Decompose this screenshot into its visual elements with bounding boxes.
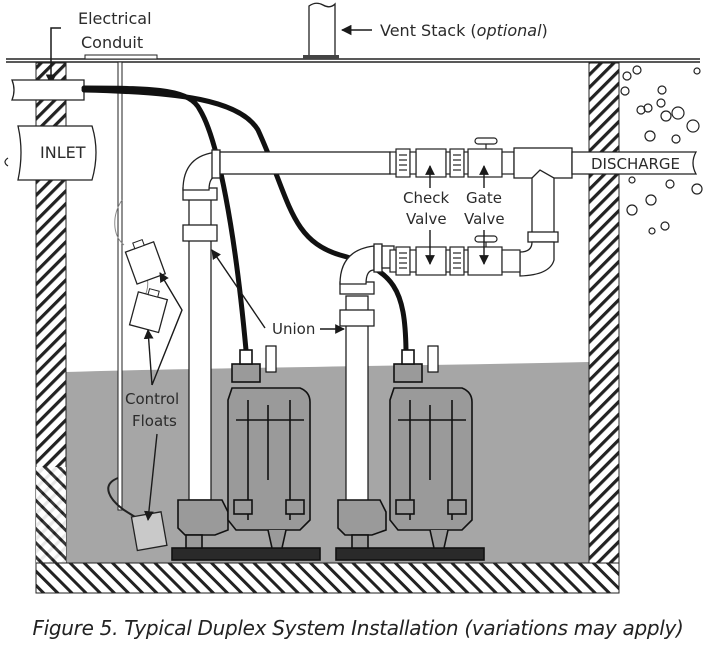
- control-float-middle: [128, 288, 169, 334]
- control-float-top: [124, 238, 167, 285]
- float-rod: [117, 61, 123, 511]
- discharge-tee: [513, 147, 573, 277]
- check-valve-label-1: Check: [403, 189, 449, 207]
- basin-wall-right: [588, 62, 620, 564]
- control-floats-label-2: Floats: [132, 412, 177, 430]
- conduit-plate: [84, 54, 158, 60]
- vent-stack: [303, 2, 339, 59]
- vent-stack-label: Vent Stack (optional): [380, 21, 548, 40]
- pump2-discharge-riser: [339, 243, 395, 502]
- gravel: [620, 65, 703, 235]
- control-float-bottom: [130, 511, 168, 552]
- top-gate-valve: [463, 137, 515, 178]
- bottom-gate-valve: [463, 235, 521, 276]
- electrical-conduit-label-2: Conduit: [81, 33, 143, 52]
- discharge-label: DISCHARGE: [591, 155, 680, 173]
- electrical-conduit-label-1: Electrical: [78, 9, 152, 28]
- top-check-valve: [389, 148, 465, 178]
- conduit-arrow: [45, 27, 61, 86]
- basin-wall-left-lower: [36, 467, 66, 563]
- electrical-conduit-pipe: [11, 79, 85, 101]
- valve-arrows: [425, 165, 489, 265]
- discharge-pipe: [571, 151, 698, 175]
- pump1-discharge-riser: [182, 149, 391, 501]
- basin-floor: [35, 562, 620, 594]
- pump-cables: [81, 85, 409, 353]
- pump-2: [335, 345, 485, 561]
- inlet-pipe: [17, 125, 97, 181]
- pump-1: [171, 345, 321, 561]
- figure-caption: Figure 5. Typical Duplex System Installa…: [32, 616, 684, 640]
- union-label: Union: [272, 320, 315, 338]
- control-floats-arrows: [143, 272, 183, 521]
- bottom-check-valve: [389, 246, 465, 276]
- check-valve-label-2: Valve: [406, 210, 447, 228]
- union-arrows: [211, 249, 345, 334]
- inlet-label: INLET: [40, 143, 86, 162]
- gate-valve-label-2: Valve: [464, 210, 505, 228]
- gate-valve-label-1: Gate: [466, 189, 502, 207]
- control-floats-label-1: Control: [125, 390, 179, 408]
